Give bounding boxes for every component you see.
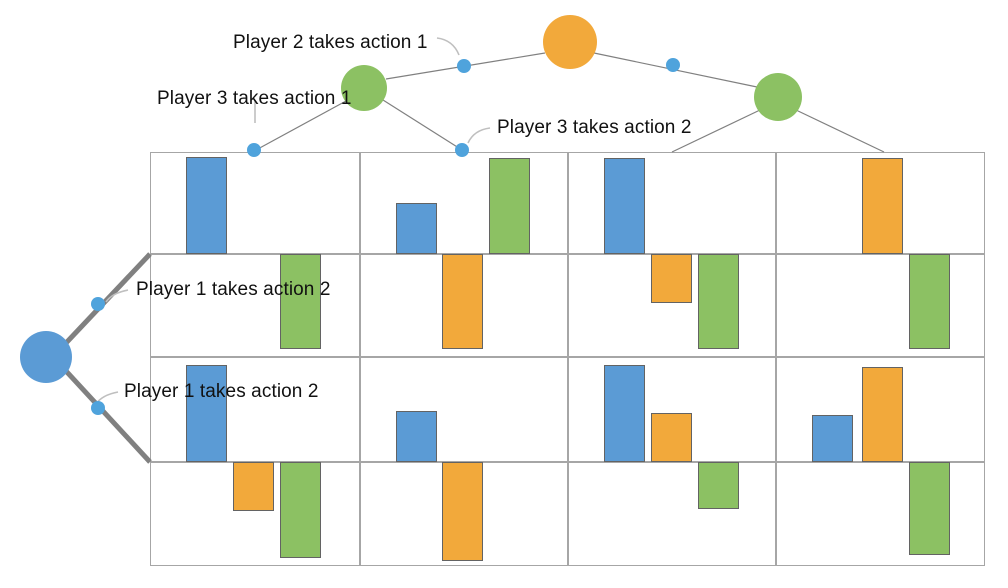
payoff-bar-orange	[862, 367, 903, 462]
payoff-bar-green	[489, 158, 530, 254]
payoff-bar-blue	[396, 411, 437, 462]
zero-baseline	[150, 253, 985, 255]
payoff-bar-orange	[651, 254, 692, 303]
payoff-bar-orange	[442, 462, 483, 561]
tree-edge-e-p3r-left	[671, 109, 761, 153]
annotation-p3a1: Player 3 takes action 1	[157, 88, 352, 109]
payoff-bar-orange	[651, 413, 692, 462]
node-mk-p1a2[interactable]	[91, 401, 105, 415]
node-mk-p3a1[interactable]	[247, 143, 261, 157]
tree-edge-e-p3r-right	[795, 109, 885, 153]
payoff-bar-green	[280, 462, 321, 558]
tree-edge-e-p3l-left	[255, 100, 347, 151]
leader-p2a1	[436, 37, 460, 56]
annotation-p1a2a: Player 1 takes action 2	[136, 279, 331, 300]
payoff-bar-green	[698, 254, 739, 349]
annotation-p2a1: Player 2 takes action 1	[233, 32, 428, 53]
node-p2[interactable]	[543, 15, 597, 69]
node-mk-p2a1[interactable]	[457, 59, 471, 73]
payoff-bar-green	[280, 254, 321, 349]
payoff-bar-blue	[186, 365, 227, 462]
payoff-bar-blue	[396, 203, 437, 254]
payoff-bar-blue	[604, 158, 645, 254]
annotation-p3a2: Player 3 takes action 2	[497, 117, 692, 138]
payoff-bar-blue	[812, 415, 853, 462]
payoff-bar-blue	[604, 365, 645, 462]
node-mk-p1a1[interactable]	[91, 297, 105, 311]
zero-baseline	[150, 461, 985, 463]
tree-edge-e-p3l-right	[382, 99, 463, 151]
payoff-bar-orange	[442, 254, 483, 349]
leader-p1a2a	[105, 289, 129, 303]
tree-edge-e-root-down	[64, 369, 152, 464]
node-p3-left[interactable]	[341, 65, 387, 111]
payoff-bar-green	[698, 462, 739, 509]
node-mk-p2a2[interactable]	[666, 58, 680, 72]
node-p3-right[interactable]	[754, 73, 802, 121]
annotation-p1a2b: Player 1 takes action 2	[124, 381, 319, 402]
payoff-bar-blue	[186, 157, 227, 254]
payoff-bar-green	[909, 462, 950, 555]
payoff-bar-orange	[862, 158, 903, 254]
leader-p3a2	[467, 127, 491, 144]
payoff-bar-green	[909, 254, 950, 349]
node-mk-p3a2[interactable]	[455, 143, 469, 157]
node-root[interactable]	[20, 331, 72, 383]
payoff-bar-orange	[233, 462, 274, 511]
